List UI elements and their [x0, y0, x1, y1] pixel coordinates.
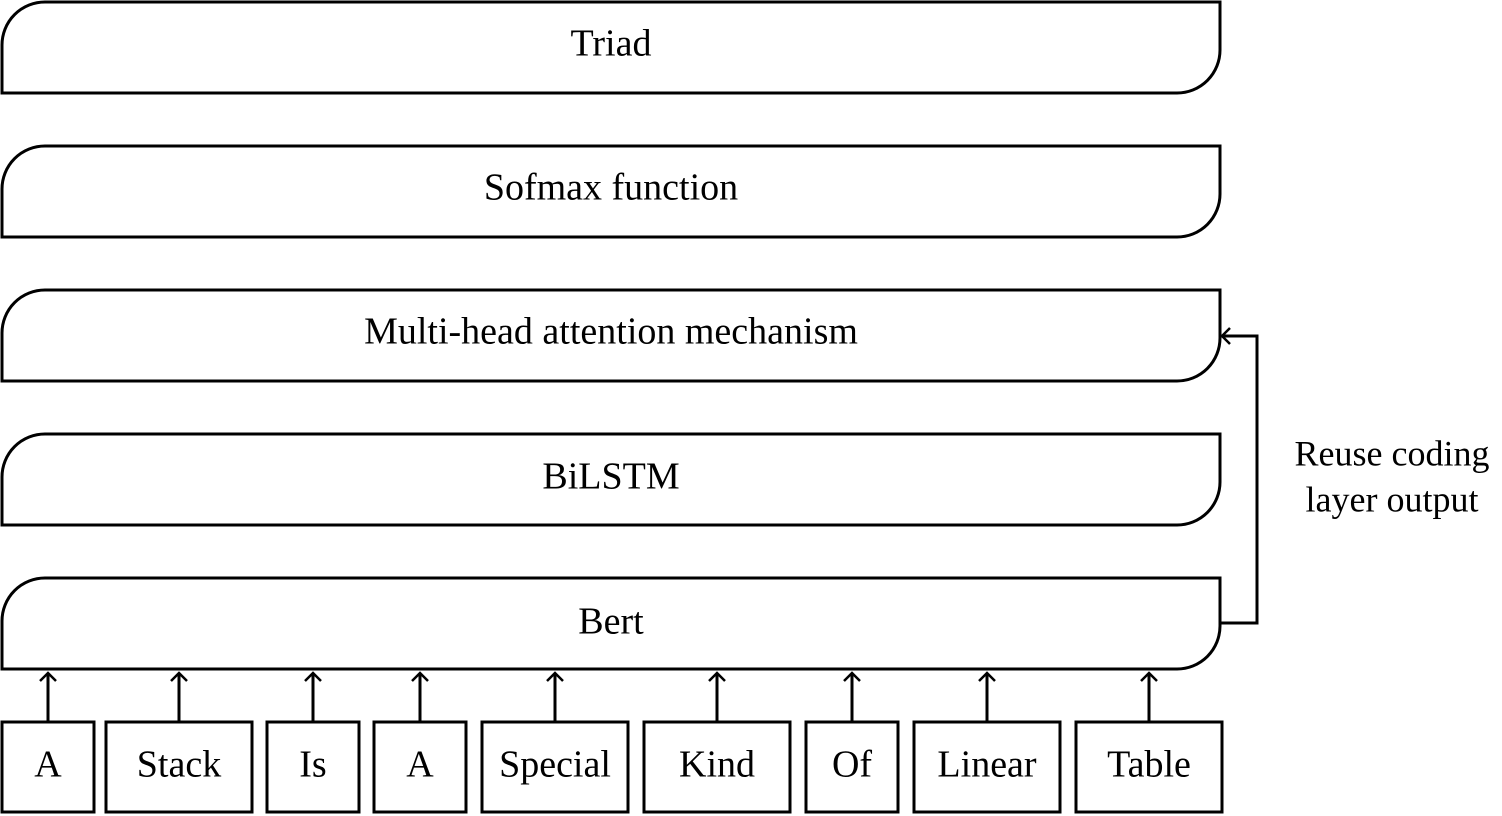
token-box [480, 720, 630, 814]
token-2: Is [265, 671, 361, 814]
token-0: A [0, 671, 96, 814]
layer-triad: Triad [0, 0, 1222, 95]
layer-softmax-box [0, 144, 1222, 239]
token-4: Special [480, 671, 630, 814]
token-6: Of [804, 671, 900, 814]
token-label: Special [499, 744, 611, 786]
token-box [1074, 720, 1224, 814]
layer-bert: Bert [0, 576, 1222, 671]
layer-bilstm-box [0, 432, 1222, 527]
token-8: Table [1074, 671, 1224, 814]
layer-softmax-label: Sofmax function [484, 167, 738, 209]
reuse-arrow [1220, 327, 1259, 625]
layer-attention-label: Multi-head attention mechanism [364, 311, 858, 353]
token-7: Linear [912, 671, 1062, 814]
layer-bilstm-label: BiLSTM [542, 456, 679, 498]
layer-bert-box [0, 576, 1222, 671]
layer-softmax: Sofmax function [0, 144, 1222, 239]
reuse-annotation-line1: Reuse coding [1295, 433, 1490, 473]
token-label: Of [832, 744, 872, 786]
token-label: Stack [137, 744, 221, 786]
layer-bilstm: BiLSTM [0, 432, 1222, 527]
token-box [912, 720, 1062, 814]
layer-attention: Multi-head attention mechanism [0, 288, 1222, 383]
token-box [265, 720, 361, 814]
layer-triad-label: Triad [571, 23, 652, 65]
token-box [104, 720, 254, 814]
token-box [804, 720, 900, 814]
token-1: Stack [104, 671, 254, 814]
token-label: Linear [937, 744, 1037, 786]
token-box [642, 720, 792, 814]
token-label: Table [1107, 744, 1191, 786]
token-label: Kind [679, 744, 755, 786]
token-3: A [372, 671, 468, 814]
reuse-connector [1220, 327, 1259, 625]
token-box [0, 720, 96, 814]
layer-attention-box [0, 288, 1222, 383]
token-box [372, 720, 468, 814]
token-label: A [34, 744, 62, 786]
layer-bert-label: Bert [578, 601, 644, 643]
token-label: Is [299, 744, 326, 786]
layer-triad-box [0, 0, 1222, 95]
reuse-annotation-line2: layer output [1306, 479, 1479, 519]
token-label: A [406, 744, 434, 786]
token-5: Kind [642, 671, 792, 814]
